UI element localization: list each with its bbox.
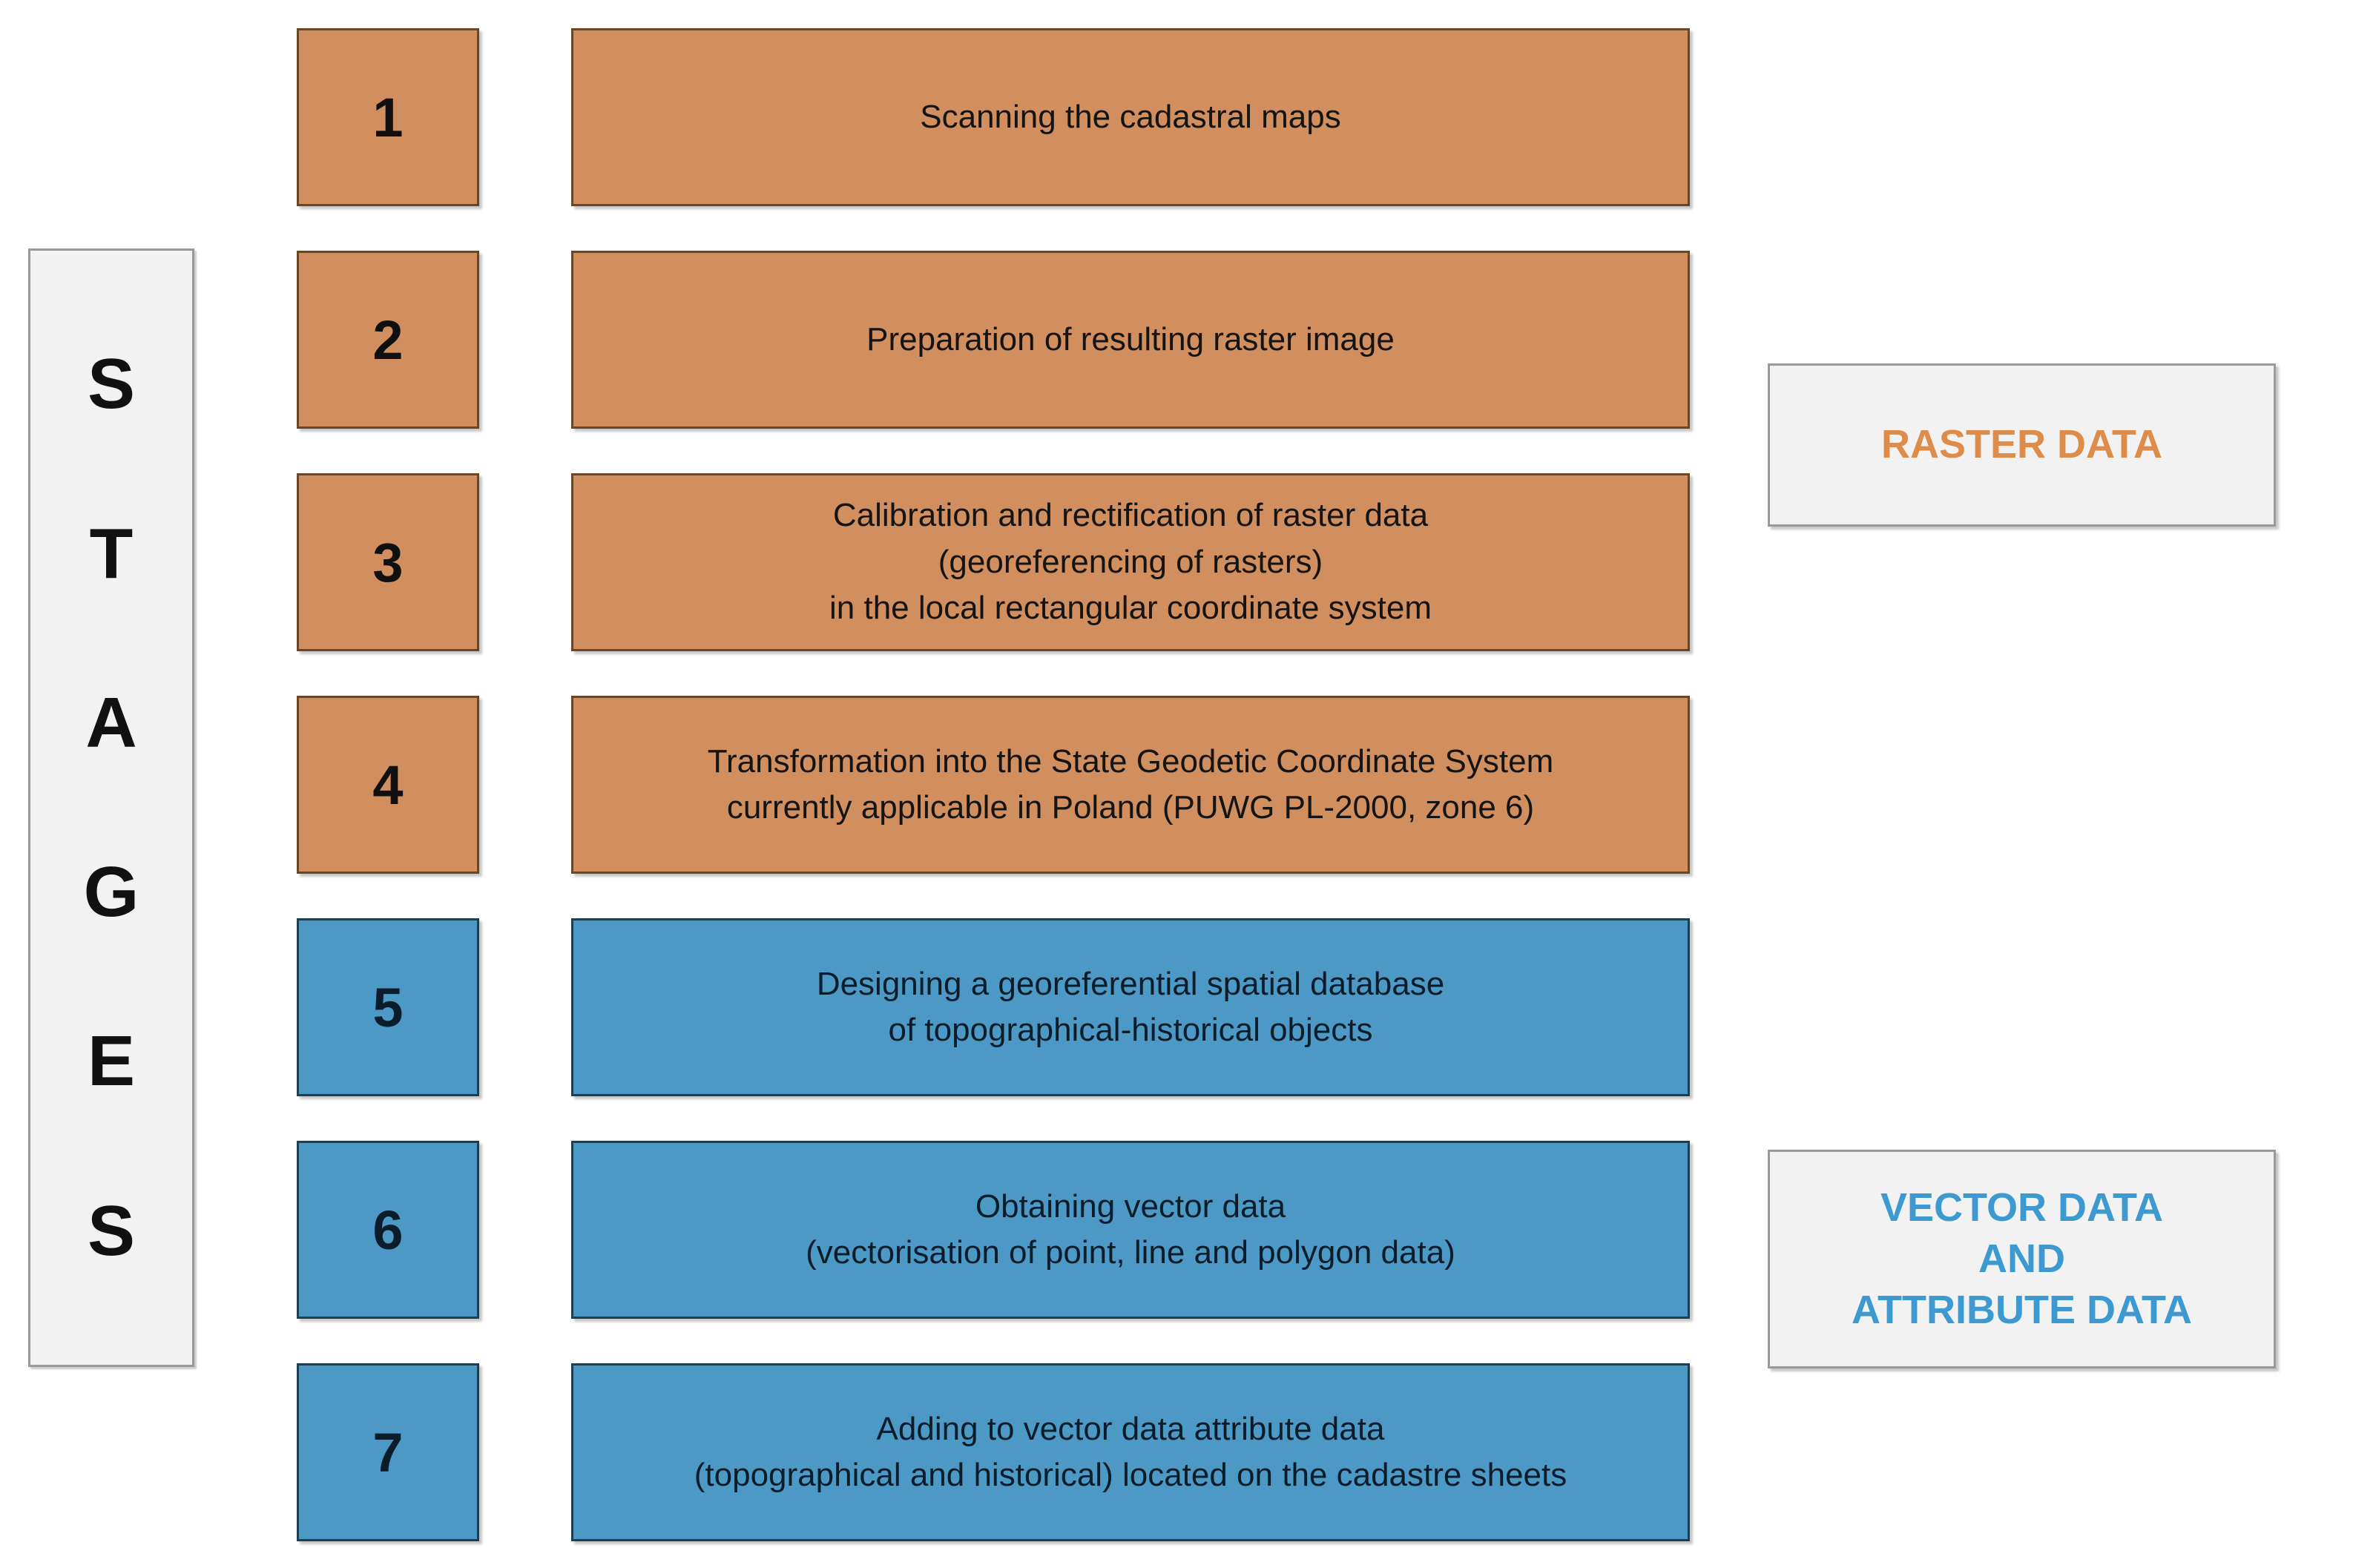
stage-row-4: 4 Transformation into the State Geodetic… xyxy=(0,696,2353,874)
legend-vector-line-3: ATTRIBUTE DATA xyxy=(1852,1288,2192,1333)
stage-number-6: 6 xyxy=(297,1141,479,1319)
stages-letter-2: T xyxy=(89,513,134,593)
stage-text-7: Adding to vector data attribute data (to… xyxy=(571,1363,1690,1541)
legend-raster-data: RASTER DATA xyxy=(1768,363,2276,527)
stage-text-4: Transformation into the State Geodetic C… xyxy=(571,696,1690,874)
stage-text-2: Preparation of resulting raster image xyxy=(571,251,1690,429)
stage-row-7: 7 Adding to vector data attribute data (… xyxy=(0,1363,2353,1541)
stage-text-6-line-2: (vectorisation of point, line and polygo… xyxy=(806,1234,1455,1271)
stages-letter-5: E xyxy=(87,1021,136,1101)
stage-number-2: 2 xyxy=(297,251,479,429)
stages-letter-6: S xyxy=(87,1190,136,1271)
stage-row-3: 3 Calibration and rectification of raste… xyxy=(0,473,2353,651)
stage-text-7-line-2: (topographical and historical) located o… xyxy=(694,1457,1567,1493)
stage-text-6-line-1: Obtaining vector data xyxy=(975,1187,1286,1225)
stage-number-5: 5 xyxy=(297,918,479,1096)
stage-text-2-line-1: Preparation of resulting raster image xyxy=(866,320,1395,358)
stages-letter-1: S xyxy=(87,344,136,424)
stage-number-7: 7 xyxy=(297,1363,479,1541)
legend-vector-line-2: AND xyxy=(1978,1236,2065,1281)
stage-text-3-line-3: in the local rectangular coordinate syst… xyxy=(829,590,1432,627)
stages-letter-3: A xyxy=(85,682,137,762)
stages-label-box: S T A G E S xyxy=(28,248,194,1367)
stage-text-3: Calibration and rectification of raster … xyxy=(571,473,1690,651)
stage-row-6: 6 Obtaining vector data (vectorisation o… xyxy=(0,1141,2353,1319)
stage-text-5-line-2: of topographical-historical objects xyxy=(888,1012,1373,1048)
stage-text-6: Obtaining vector data (vectorisation of … xyxy=(571,1141,1690,1319)
legend-vector-line-1: VECTOR DATA xyxy=(1880,1185,2163,1230)
stage-number-1: 1 xyxy=(297,28,479,206)
stages-letter-4: G xyxy=(83,852,139,932)
stage-text-1: Scanning the cadastral maps xyxy=(571,28,1690,206)
stage-row-1: 1 Scanning the cadastral maps xyxy=(0,28,2353,206)
stage-text-3-line-2: (georeferencing of rasters) xyxy=(938,543,1323,580)
stage-number-3: 3 xyxy=(297,473,479,651)
stage-text-1-line-1: Scanning the cadastral maps xyxy=(920,98,1341,135)
stage-row-5: 5 Designing a georeferential spatial dat… xyxy=(0,918,2353,1096)
legend-raster-line-1: RASTER DATA xyxy=(1881,422,2162,467)
stage-text-3-line-1: Calibration and rectification of raster … xyxy=(832,497,1429,534)
stage-text-5: Designing a georeferential spatial datab… xyxy=(571,918,1690,1096)
stage-text-4-line-2: currently applicable in Poland (PUWG PL-… xyxy=(726,789,1535,826)
stage-text-5-line-1: Designing a georeferential spatial datab… xyxy=(816,965,1445,1002)
legend-vector-attribute-data: VECTOR DATA AND ATTRIBUTE DATA xyxy=(1768,1150,2276,1368)
stage-text-4-line-1: Transformation into the State Geodetic C… xyxy=(707,742,1554,780)
stage-text-7-line-1: Adding to vector data attribute data xyxy=(876,1410,1385,1447)
stage-row-2: 2 Preparation of resulting raster image xyxy=(0,251,2353,429)
stage-number-4: 4 xyxy=(297,696,479,874)
